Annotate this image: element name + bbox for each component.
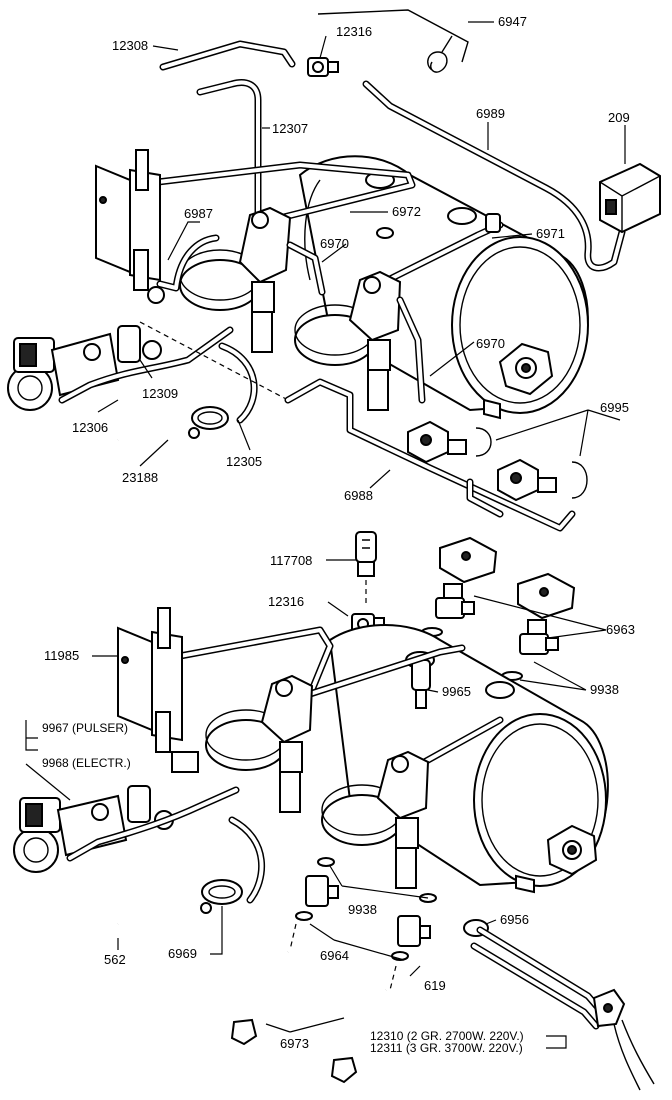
- group-head-right: [294, 270, 402, 411]
- label-12316-bottom: 12316: [268, 594, 304, 609]
- clamp-6969: [200, 879, 243, 914]
- group-head-left: [179, 206, 292, 353]
- part-labels: 12308 12316 6947 12307 6989 209 6987 697…: [42, 14, 635, 1055]
- label-12305: 12305: [226, 454, 262, 469]
- label-9967-pulser: 9967 (PULSER): [42, 721, 128, 735]
- hoses-bottom: [66, 786, 266, 904]
- label-209: 209: [608, 110, 630, 125]
- hose-12305: [218, 342, 258, 424]
- label-12316-top: 12316: [336, 24, 372, 39]
- valve-6963-b: [519, 619, 559, 655]
- label-6956: 6956: [500, 912, 529, 927]
- valve-6963-a: [435, 583, 475, 619]
- label-9938-bottom: 9938: [348, 902, 377, 917]
- group-head-bottom-right: [321, 750, 430, 889]
- drain-hose-23188: [117, 430, 189, 442]
- label-6963: 6963: [606, 622, 635, 637]
- label-9965: 9965: [442, 684, 471, 699]
- tap-6964-a: [295, 857, 339, 921]
- fitting-12316-top: [307, 57, 339, 77]
- label-6970-a: 6970: [320, 236, 349, 251]
- label-562: 562: [104, 952, 126, 967]
- wand-6973-a: [230, 923, 297, 1046]
- label-6995: 6995: [600, 400, 629, 415]
- hose-12306: [58, 326, 234, 404]
- label-6969: 6969: [168, 946, 197, 961]
- label-6987: 6987: [184, 206, 213, 221]
- label-6989: 6989: [476, 106, 505, 121]
- label-6971: 6971: [536, 226, 565, 241]
- label-12311: 12311 (3 GR. 3700W. 220V.): [370, 1041, 523, 1055]
- bracket-6963-b: [517, 572, 576, 620]
- label-6973: 6973: [280, 1036, 309, 1051]
- tap-6964-b: [391, 893, 437, 961]
- label-23188: 23188: [122, 470, 158, 485]
- clamp-12309: [188, 406, 229, 439]
- tube-12307: [196, 79, 262, 219]
- dashed-connection: [139, 321, 289, 401]
- heating-element-12310-12311: [470, 926, 655, 1091]
- label-619: 619: [424, 978, 446, 993]
- pipe-6971: [368, 213, 504, 292]
- label-12307: 12307: [272, 121, 308, 136]
- pipe-12307-link: [156, 234, 220, 292]
- label-6964: 6964: [320, 948, 349, 963]
- fittings-6995: [407, 420, 588, 502]
- label-6970-b: 6970: [476, 336, 505, 351]
- label-9968-electr: 9968 (ELECTR.): [42, 756, 131, 770]
- leader-lines: [25, 21, 626, 1049]
- lever-spring-6947: [317, 9, 469, 73]
- wand-6973-b: [330, 965, 397, 1084]
- label-12308: 12308: [112, 38, 148, 53]
- boiler-tank-bottom: [328, 624, 609, 894]
- pressure-switch-209: [599, 162, 661, 234]
- label-6988: 6988: [344, 488, 373, 503]
- valve-117708: [355, 531, 377, 577]
- label-117708: 117708: [270, 553, 312, 568]
- pipe-6989: [362, 80, 626, 272]
- pipe-6988: [284, 378, 576, 532]
- label-6947: 6947: [498, 14, 527, 29]
- label-9938-right: 9938: [590, 682, 619, 697]
- valve-9965: [411, 659, 431, 709]
- hose-12308: [159, 40, 296, 71]
- label-11985: 11985: [44, 648, 79, 663]
- top-assembly: [7, 9, 661, 532]
- boiler-tank-top: [298, 155, 589, 420]
- bracket-6963-a: [439, 536, 498, 584]
- label-6972: 6972: [392, 204, 421, 219]
- drain-hose-562: [117, 904, 201, 926]
- bottom-assembly: [13, 531, 655, 1091]
- label-12309: 12309: [142, 386, 178, 401]
- group-head-bottom-left: [205, 674, 314, 813]
- pump-motor-bottom: [13, 785, 174, 873]
- bracket-11985: [117, 607, 199, 773]
- label-12310: 12310 (2 GR. 2700W. 220V.): [370, 1029, 524, 1043]
- pipe-6970: [286, 241, 426, 404]
- bracket-6987: [95, 149, 165, 304]
- label-12306: 12306: [72, 420, 108, 435]
